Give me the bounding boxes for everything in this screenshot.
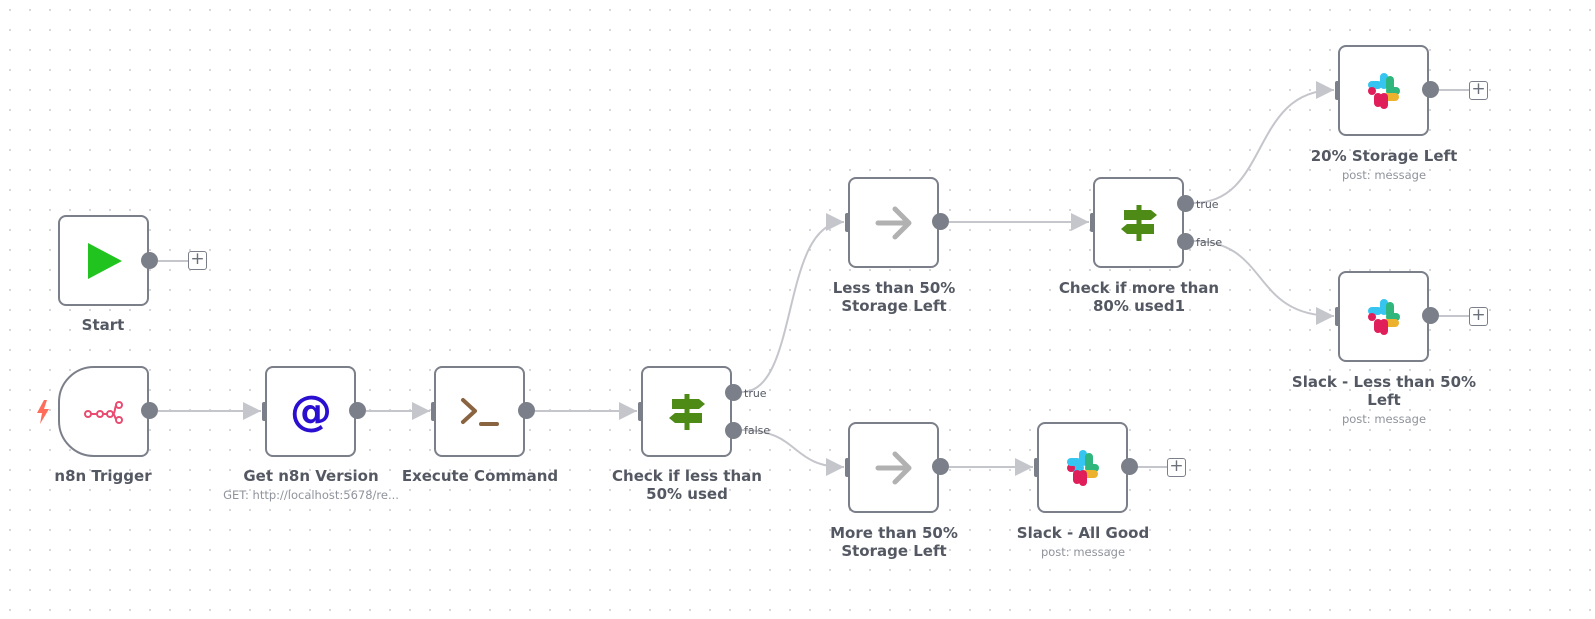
signpost-icon xyxy=(667,392,707,432)
get-n8n-version-node[interactable]: @ xyxy=(265,366,356,457)
start-node-label: Start xyxy=(81,316,125,334)
check80-false-label: false xyxy=(1196,236,1223,249)
more-50-storage-label: More than 50% Storage Left xyxy=(830,524,958,560)
slack-20-storage-subtitle: post: message xyxy=(1341,168,1427,182)
more-50-storage-node[interactable] xyxy=(848,422,939,513)
less-50-storage-label: Less than 50% Storage Left xyxy=(832,279,956,315)
start-output-port[interactable] xyxy=(141,252,158,269)
connection-check50-true-less50 xyxy=(741,213,845,393)
slackless50-output-port[interactable] xyxy=(1422,307,1439,324)
check50-true-output-port[interactable] xyxy=(725,384,742,401)
getversion-output-port[interactable] xyxy=(349,402,366,419)
slack20-output-port[interactable] xyxy=(1422,81,1439,98)
less50-output-port[interactable] xyxy=(932,213,949,230)
at-sign-icon: @ xyxy=(289,390,333,434)
terminal-icon xyxy=(459,396,501,428)
slack-icon xyxy=(1364,297,1404,337)
check50-false-output-port[interactable] xyxy=(725,422,742,439)
check-less-50-node[interactable] xyxy=(641,366,732,457)
n8n-trigger-label: n8n Trigger xyxy=(54,467,152,485)
svg-text:@: @ xyxy=(290,390,332,434)
slack-all-good-subtitle: post: message xyxy=(1040,545,1126,559)
n8n-trigger-node[interactable] xyxy=(58,366,149,457)
get-n8n-version-subtitle: GET: http://localhost:5678/re... xyxy=(223,488,399,502)
less-50-storage-node[interactable] xyxy=(848,177,939,268)
slack-icon xyxy=(1364,71,1404,111)
slack-less-50-node[interactable] xyxy=(1338,271,1429,362)
check50-false-label: false xyxy=(744,424,771,437)
execute-output-port[interactable] xyxy=(518,402,535,419)
slack-icon xyxy=(1063,448,1103,488)
check-more-80-node[interactable] xyxy=(1093,177,1184,268)
arrow-right-icon xyxy=(874,448,914,488)
check-more-80-label: Check if more than 80% used1 xyxy=(1058,279,1220,315)
trigger-output-port[interactable] xyxy=(141,402,158,419)
check80-true-output-port[interactable] xyxy=(1177,195,1194,212)
slack-all-good-node[interactable] xyxy=(1037,422,1128,513)
more50-output-port[interactable] xyxy=(932,458,949,475)
connection-check80-true-slack20 xyxy=(1192,81,1335,204)
slack-less-50-subtitle: post: message xyxy=(1341,412,1427,426)
connection-check50-false-more50 xyxy=(741,429,845,476)
connection-check80-false-slackless50 xyxy=(1192,240,1335,325)
get-n8n-version-label: Get n8n Version xyxy=(243,467,379,485)
slack-less-50-label: Slack - Less than 50% Left xyxy=(1291,373,1477,409)
check80-true-label: true xyxy=(1196,198,1219,211)
slack-20-storage-label: 20% Storage Left xyxy=(1310,147,1458,165)
play-icon xyxy=(84,241,124,281)
execute-command-label: Execute Command xyxy=(401,467,559,485)
check-less-50-label: Check if less than 50% used xyxy=(612,467,762,503)
check50-true-label: true xyxy=(744,387,767,400)
slackgood-output-port[interactable] xyxy=(1121,458,1138,475)
slackless50-add-node-button[interactable]: + xyxy=(1469,307,1488,326)
n8n-logo-icon xyxy=(83,400,124,424)
execute-command-node[interactable] xyxy=(434,366,525,457)
slack20-add-node-button[interactable]: + xyxy=(1469,81,1488,100)
signpost-icon xyxy=(1119,203,1159,243)
start-node[interactable] xyxy=(58,215,149,306)
trigger-bolt-icon xyxy=(37,400,49,424)
check80-false-output-port[interactable] xyxy=(1177,233,1194,250)
slack-all-good-label: Slack - All Good xyxy=(1016,524,1150,542)
slack-20-storage-node[interactable] xyxy=(1338,45,1429,136)
slackgood-add-node-button[interactable]: + xyxy=(1167,458,1186,477)
arrow-right-icon xyxy=(874,203,914,243)
start-add-node-button[interactable]: + xyxy=(188,251,207,270)
